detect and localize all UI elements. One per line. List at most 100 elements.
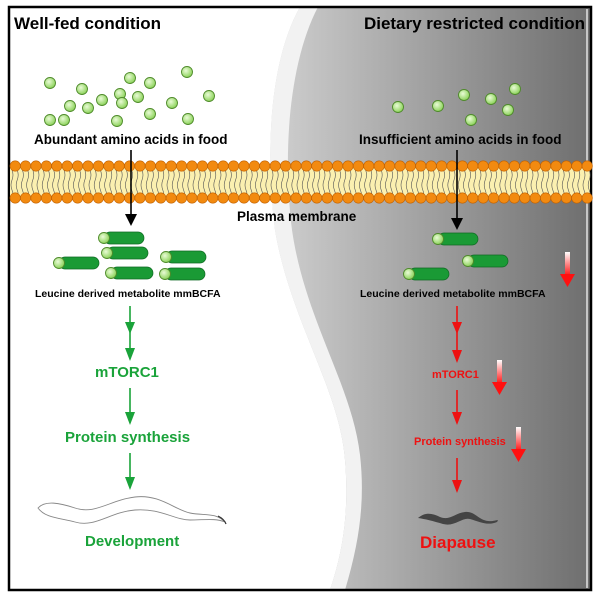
decrease-mtorc1-icon [492, 360, 507, 395]
left-metabolite-label: Leucine derived metabolite mmBCFA [35, 288, 221, 300]
lipid-head [144, 160, 156, 172]
amino-acid [509, 83, 521, 95]
lipid-head [384, 192, 396, 204]
lipid-head [436, 192, 448, 204]
lipid-head [248, 192, 260, 204]
lipid-head [92, 160, 104, 172]
well-fed-title: Well-fed condition [14, 14, 162, 33]
lipid-head [290, 192, 302, 204]
lipid-head [352, 192, 364, 204]
lipid-head [103, 160, 115, 172]
mmbcfa-molecule [105, 266, 154, 280]
lipid-head [477, 160, 489, 172]
amino-acid [111, 115, 123, 127]
mmbcfa-molecule [159, 267, 206, 281]
mmbcfa-molecule [101, 246, 149, 260]
lipid-head [519, 192, 531, 204]
amino-acid [58, 114, 70, 126]
lipid-head [488, 160, 500, 172]
right-mtorc1-label: mTORC1 [432, 369, 479, 381]
lipid-head [51, 160, 63, 172]
lipid-head [342, 192, 354, 204]
lipid-head [311, 192, 323, 204]
lipid-head [529, 160, 541, 172]
lipid-head [238, 160, 250, 172]
lipid-head [9, 160, 21, 172]
lipid-head [72, 192, 84, 204]
mmbcfa-molecule [432, 232, 479, 246]
lipid-head [217, 160, 229, 172]
lipid-head [550, 160, 562, 172]
lipid-head [113, 192, 125, 204]
amino-acid [82, 102, 94, 114]
lipid-head [30, 160, 42, 172]
amino-acid [76, 83, 88, 95]
amino-acid [144, 108, 156, 120]
lipid-head [373, 192, 385, 204]
lipid-head [124, 192, 136, 204]
amino-acid [465, 114, 477, 126]
lipid-head [425, 192, 437, 204]
amino-acid [166, 97, 178, 109]
lipid-head [446, 192, 458, 204]
lipid-head [51, 192, 63, 204]
amino-acid [432, 100, 444, 112]
amino-acid [203, 90, 215, 102]
lipid-head [280, 192, 292, 204]
left-uptake-arrow [125, 150, 137, 226]
lipid-head [529, 192, 541, 204]
right-metabolite-label: Leucine derived metabolite mmBCFA [360, 288, 546, 300]
left-metabolites [53, 231, 207, 281]
lipid-head [488, 192, 500, 204]
lipid-head [571, 160, 583, 172]
right-arrow-protein-to-diapause [452, 458, 462, 493]
restricted-title: Dietary restricted condition [363, 14, 585, 33]
lipid-head [30, 192, 42, 204]
lipid-head [20, 192, 32, 204]
development-label: Development [85, 533, 180, 550]
lipid-head [228, 192, 240, 204]
lipid-head [103, 192, 115, 204]
lipid-head [61, 160, 73, 172]
lipid-head [134, 160, 146, 172]
left-arrow-metabolite-to-mtorc1 [125, 306, 135, 361]
plasma-membrane [9, 160, 593, 204]
insufficient-amino-acids-label: Insufficient amino acids in food [359, 132, 562, 147]
lipid-head [300, 160, 312, 172]
lipid-head [186, 192, 198, 204]
lipid-head [134, 192, 146, 204]
decrease-protein-synthesis-icon [511, 427, 526, 462]
amino-acid [64, 100, 76, 112]
lipid-head [498, 160, 510, 172]
lipid-head [207, 160, 219, 172]
lipid-head [248, 160, 260, 172]
lipid-head [352, 160, 364, 172]
left-mtorc1-label: mTORC1 [95, 364, 159, 381]
left-arrow-protein-to-development [125, 453, 135, 490]
lipid-head [92, 192, 104, 204]
lipid-head [560, 160, 572, 172]
lipid-head [467, 192, 479, 204]
amino-acid [132, 91, 144, 103]
lipid-head [540, 192, 552, 204]
amino-acid [44, 77, 56, 89]
amino-acid [181, 66, 193, 78]
lipid-head [155, 160, 167, 172]
lipid-head [9, 192, 21, 204]
lipid-head [72, 160, 84, 172]
well-fed-background [9, 7, 347, 590]
lipid-head [196, 160, 208, 172]
lipid-head [155, 192, 167, 204]
lipid-head [394, 160, 406, 172]
lipid-head [498, 192, 510, 204]
lipid-head [404, 160, 416, 172]
right-metabolites [403, 232, 509, 281]
lipid-head [508, 160, 520, 172]
mmbcfa-molecule [462, 254, 509, 268]
lipid-head [300, 192, 312, 204]
amino-acid [144, 77, 156, 89]
lipid-head [581, 160, 593, 172]
lipid-head [269, 192, 281, 204]
